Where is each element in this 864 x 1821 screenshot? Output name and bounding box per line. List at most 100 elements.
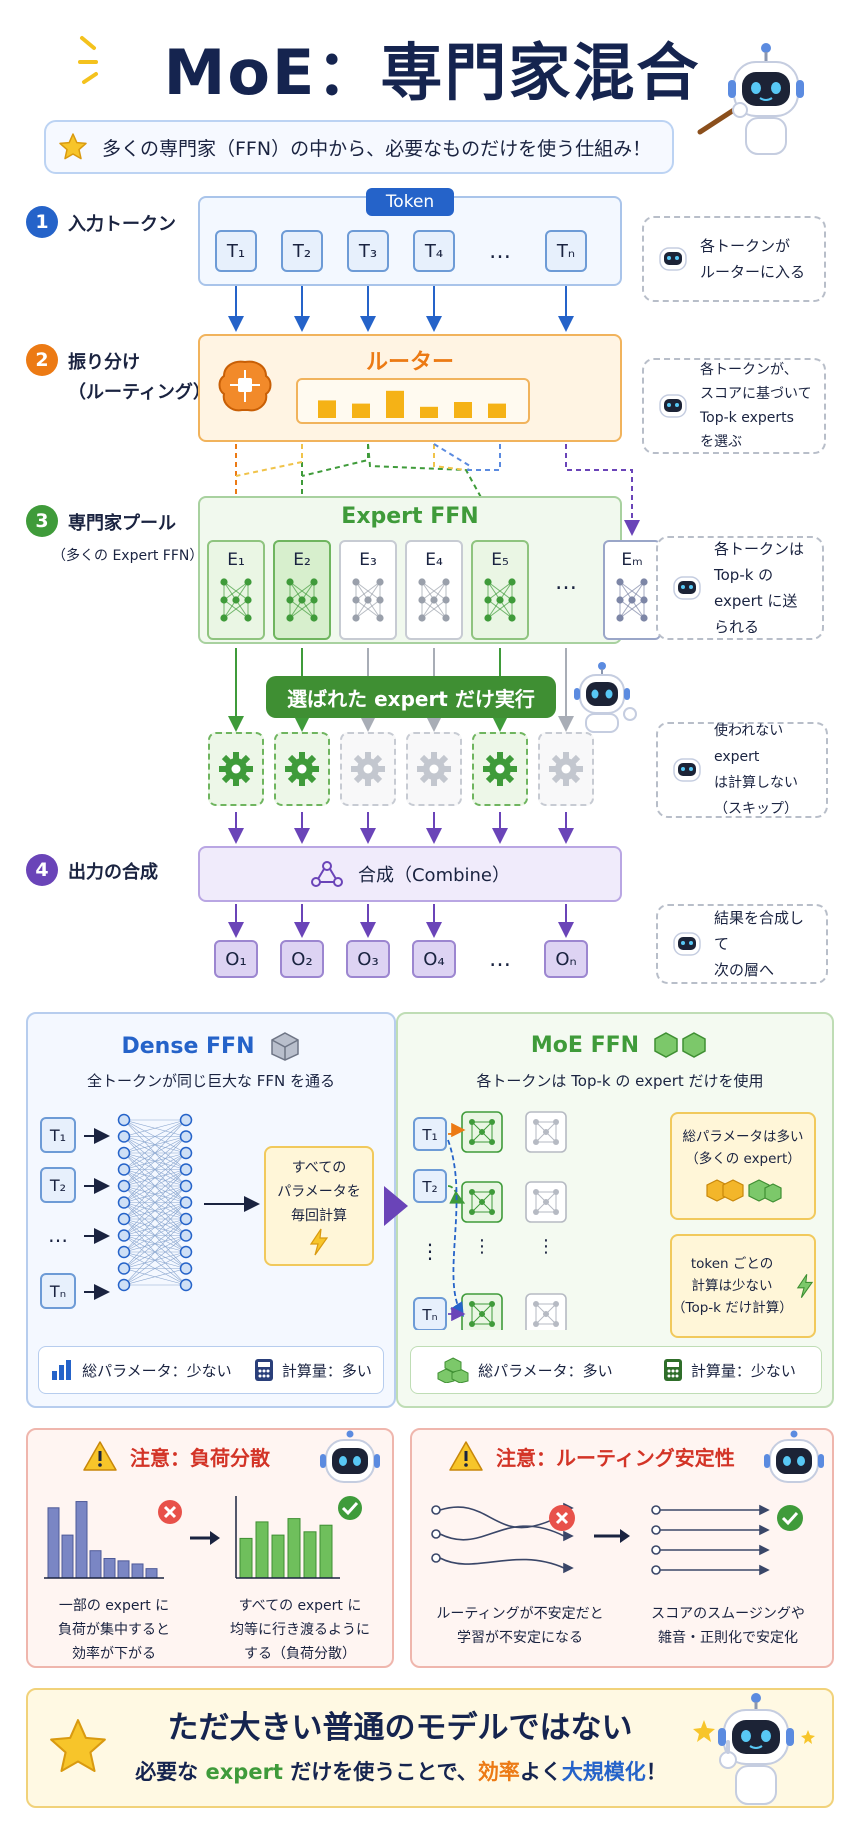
dense-neuron	[117, 1278, 131, 1292]
dense-params-text: 総パラメータ：少ない	[82, 1361, 232, 1380]
routing-stability-diagram	[431, 1502, 803, 1576]
load-bar-unbalanced	[131, 1563, 144, 1579]
router-to-expert-arrow	[565, 444, 640, 536]
routing-arrows	[228, 286, 640, 938]
dense-compute-text: 計算量：多い	[281, 1361, 372, 1380]
robot-mini-icon	[659, 247, 687, 271]
expert-card-selected: E₁	[207, 540, 265, 640]
output-box: O₁	[214, 940, 258, 978]
note-4-text: 使われない expert は計算しない （スキップ）	[714, 723, 798, 817]
moe-token: T₂	[413, 1169, 447, 1203]
exec-banner: 選ばれた expert だけ実行	[266, 676, 556, 718]
bottom-banner	[26, 1688, 834, 1808]
expert-card: Eₘ	[603, 540, 661, 640]
step-4: 4 出力の合成	[26, 854, 158, 886]
warning-load-title: 注意：負荷分散	[130, 1445, 270, 1470]
expert-label: E₄	[425, 550, 443, 570]
expert-pool-title: Expert FFN	[341, 504, 479, 529]
dense-header: Dense FFN	[26, 1030, 396, 1062]
moe-title: MoE FFN	[530, 1032, 640, 1058]
dense-title: Dense FFN	[121, 1033, 255, 1059]
gear-active	[208, 732, 264, 806]
moe-stats: 総パラメータ：多い 計算量：少ない	[410, 1346, 822, 1394]
dense-neuron	[117, 1196, 131, 1209]
router-to-expert-arrow	[433, 444, 467, 471]
note-1-text: 各トークンが ルーターに入る	[700, 237, 806, 281]
moe-token: T₁	[413, 1117, 447, 1151]
sparkle-icon	[78, 36, 98, 84]
moe-compute-text: 計算量：少ない	[690, 1361, 796, 1380]
dense-neuron	[117, 1212, 131, 1226]
note-2: 各トークンが、 スコアに基づいて Top-k experts を選ぶ	[642, 358, 826, 454]
dense-token: T₁	[40, 1117, 76, 1153]
moe-params-text: 総パラメータ：多い	[478, 1361, 613, 1380]
moe-token: Tₙ	[413, 1297, 447, 1330]
router-score-bar	[318, 400, 336, 418]
expert-label: E₁	[227, 550, 245, 570]
load-bar-unbalanced	[47, 1507, 60, 1579]
banner-text-c: だけを使うことで、	[282, 1760, 478, 1784]
note-5-text: 結果を合成して 次の層へ	[714, 909, 805, 979]
arrow-right-icon	[190, 1531, 220, 1545]
star-icon	[59, 133, 87, 160]
load-balance-charts	[44, 1496, 362, 1579]
dense-neuron	[117, 1245, 131, 1259]
token-ellipsis: …	[489, 238, 511, 264]
step-1-number: 1	[26, 206, 58, 238]
step-1-label: 入力トークン	[68, 214, 176, 235]
moe-expert-active	[461, 1181, 503, 1223]
step-4-label: 出力の合成	[68, 862, 158, 883]
expert-network-icon	[616, 578, 648, 622]
robot-mini-icon	[659, 394, 687, 418]
load-bar-unbalanced	[75, 1501, 88, 1579]
robot-wave-icon	[574, 662, 637, 733]
bad-mark-icon	[158, 1500, 182, 1524]
expert-card-selected: E₅	[471, 540, 529, 640]
load-bar-balanced	[319, 1524, 333, 1579]
dense-neuron	[117, 1146, 131, 1160]
svg-text:T₂: T₂	[421, 1178, 437, 1196]
router-to-expert-arrow	[235, 444, 303, 477]
router-to-expert-arrow	[466, 444, 501, 471]
output-box: Oₙ	[544, 940, 588, 978]
note-1: 各トークンが ルーターに入る	[642, 216, 826, 302]
dense-token: T₂	[40, 1167, 76, 1203]
dense-desc: 全トークンが同じ巨大な FFN を通る	[86, 1072, 335, 1090]
router-to-expert-arrow	[301, 444, 369, 477]
moe-expert-active	[461, 1293, 503, 1330]
expert-network-icon	[418, 578, 450, 622]
page-title: MoE：専門家混合	[163, 36, 701, 109]
gear-icon	[483, 752, 517, 786]
load-bar-unbalanced	[117, 1560, 130, 1579]
load-bar-balanced	[239, 1537, 253, 1579]
token-box: T₃	[347, 230, 389, 272]
dense-card: すべての パラメータを 毎回計算	[264, 1146, 374, 1266]
load-good-caption: すべての expert に 均等に行き渡るように する（負荷分散）	[230, 1598, 370, 1662]
step-2-number: 2	[26, 344, 58, 376]
load-bar-unbalanced	[145, 1568, 158, 1579]
subtitle-callout: 多くの専門家（FFN）の中から、必要なものだけを使う仕組み！	[44, 120, 674, 174]
expert-network-icon	[286, 578, 318, 622]
routing-good-caption: スコアのスムージングや 雑音・正則化で安定化	[651, 1606, 805, 1646]
good-mark-icon	[777, 1505, 803, 1531]
dense-neuron	[179, 1262, 193, 1275]
dense-card-text: すべての パラメータを 毎回計算	[277, 1160, 361, 1224]
dense-token-ellipsis: …	[48, 1223, 68, 1247]
warning-load-header: 注意：負荷分散	[82, 1440, 270, 1472]
output-box: O₂	[280, 940, 324, 978]
dense-neuron	[179, 1229, 193, 1242]
combine-icon	[310, 861, 343, 887]
star-big-icon	[50, 1719, 106, 1773]
dense-neuron	[179, 1113, 193, 1127]
step-1: 1 入力トークン	[26, 206, 176, 238]
token-box: Tₙ	[545, 230, 587, 272]
gear-icon	[351, 752, 385, 786]
robot-thumbs-icon	[693, 1693, 815, 1805]
expert-cubes-icon	[706, 1179, 782, 1203]
router-score-bar	[386, 390, 404, 418]
dense-neuron	[179, 1245, 193, 1259]
output-box: O₄	[412, 940, 456, 978]
